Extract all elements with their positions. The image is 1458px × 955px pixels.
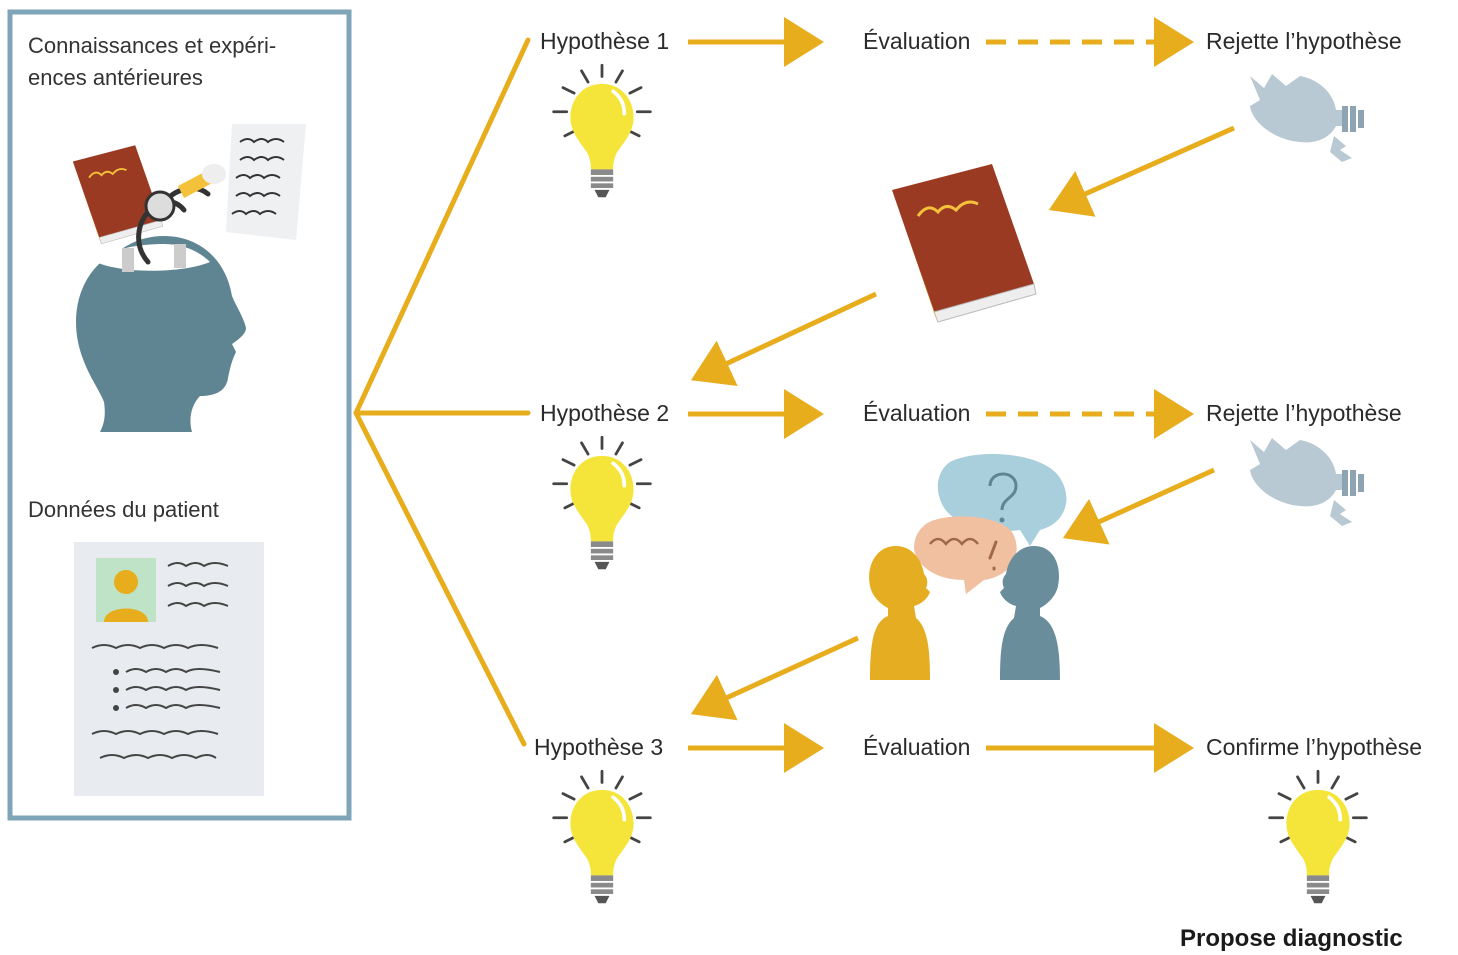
final-diagnosis-label: Propose diagnostic xyxy=(1180,925,1403,952)
outcome-1-label: Rejette l’hypothèse xyxy=(1206,28,1402,54)
outcome-2-label: Rejette l’hypothèse xyxy=(1206,400,1402,426)
broken-lightbulb-icon xyxy=(1250,438,1364,526)
knowledge-label: Connaissances et expéri- ences antérieur… xyxy=(28,33,277,90)
hypothesis-2-label: Hypothèse 2 xyxy=(540,400,670,426)
patient-data-label: Données du patient xyxy=(28,497,219,522)
broken-lightbulb-icon xyxy=(1250,74,1364,162)
hypothesis-1-label: Hypothèse 1 xyxy=(540,28,670,54)
arrow-reject1-book xyxy=(1048,125,1236,217)
lightbulb-icon xyxy=(1267,769,1369,906)
flow-arrows xyxy=(688,17,1236,773)
patient-record-icon xyxy=(74,542,264,796)
lightbulb-icon xyxy=(551,63,653,200)
stethoscope-icon xyxy=(122,164,226,272)
arrow-talk-h3 xyxy=(690,635,860,721)
hypothesis-3-label: Hypothèse 3 xyxy=(534,734,664,760)
book-icon xyxy=(890,162,1038,324)
outcome-3-label: Confirme l’hypothèse xyxy=(1206,734,1423,760)
arrow-book-h2 xyxy=(690,291,878,386)
evaluation-1-label: Évaluation xyxy=(863,28,971,54)
evaluation-3-label: Évaluation xyxy=(863,734,971,760)
notes-icon xyxy=(226,124,306,240)
arrow-reject2-talk xyxy=(1062,467,1216,545)
conversation-icon xyxy=(869,454,1067,680)
lightbulb-icon xyxy=(551,769,653,906)
lightbulb-icon xyxy=(551,435,653,572)
branch-lines xyxy=(353,37,531,747)
evaluation-2-label: Évaluation xyxy=(863,400,971,426)
